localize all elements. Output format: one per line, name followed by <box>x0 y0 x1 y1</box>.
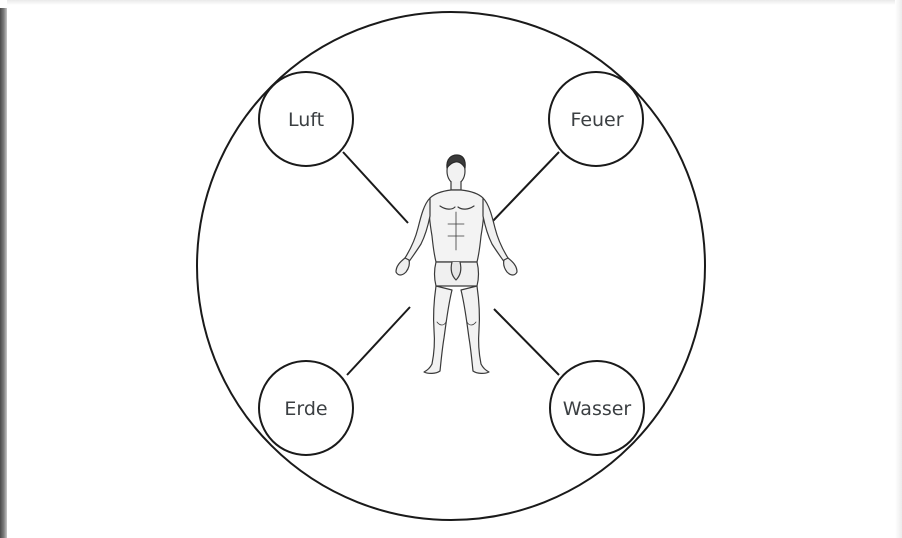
top-edge-shadow <box>7 0 895 5</box>
outer-circle <box>196 11 706 521</box>
page-edge-shadow <box>0 8 7 538</box>
node-erde: Erde <box>258 360 354 456</box>
right-edge-shadow <box>895 0 902 538</box>
node-label-erde: Erde <box>284 398 327 420</box>
connector-luft <box>342 151 409 224</box>
connector-wasser <box>493 308 560 376</box>
node-label-wasser: Wasser <box>563 398 632 420</box>
node-wasser: Wasser <box>549 360 645 456</box>
node-label-luft: Luft <box>288 109 324 131</box>
connector-feuer <box>490 151 560 224</box>
node-feuer: Feuer <box>548 71 644 167</box>
human-figure-icon <box>395 154 518 374</box>
node-label-feuer: Feuer <box>570 109 623 131</box>
node-luft: Luft <box>258 71 354 167</box>
connector-erde <box>346 306 411 376</box>
